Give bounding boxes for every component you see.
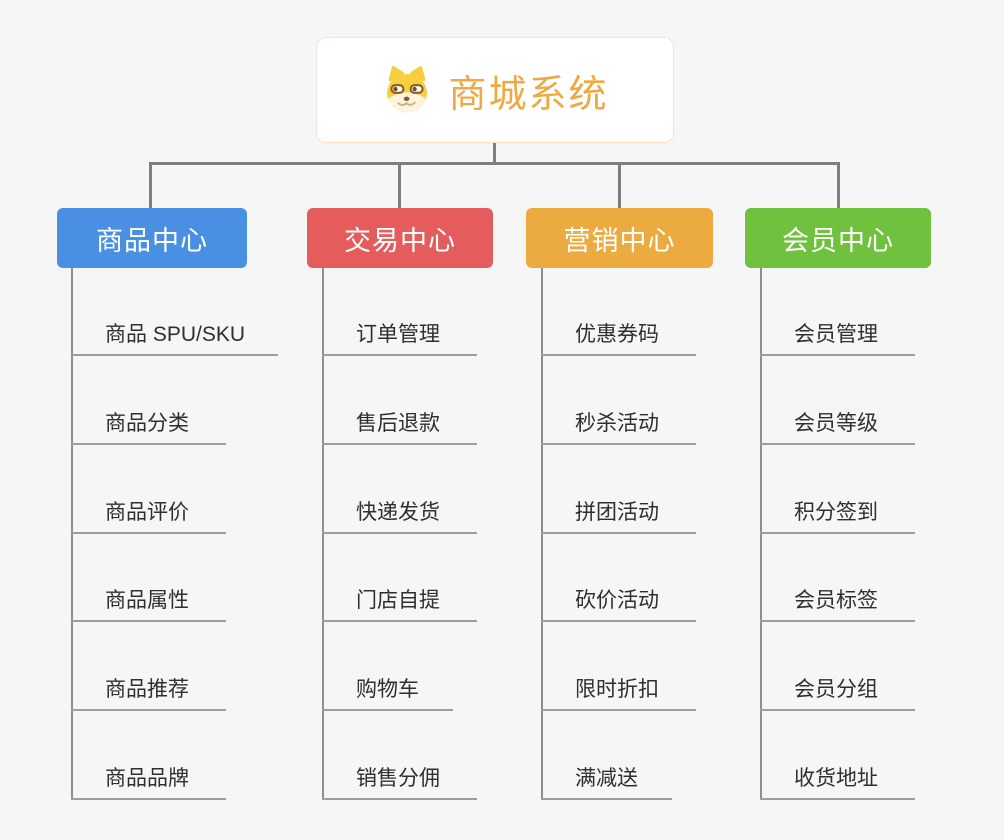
branch-label: 会员中心 — [782, 225, 894, 256]
leaf-node-group-buy[interactable]: 拼团活动 — [541, 492, 696, 534]
leaf-node-bargain-activity[interactable]: 砍价活动 — [541, 580, 696, 622]
leaf-node-limited-time-discount[interactable]: 限时折扣 — [541, 669, 696, 711]
root-node-mall-system[interactable]: 商城系统 — [316, 37, 674, 143]
root-title: 商城系统 — [448, 73, 609, 116]
leaf-node-product-review[interactable]: 商品评价 — [71, 492, 226, 534]
connector-spine-member — [760, 268, 762, 800]
leaf-node-product-category[interactable]: 商品分类 — [71, 403, 226, 445]
leaf-node-member-level[interactable]: 会员等级 — [760, 403, 915, 445]
branch-label: 营销中心 — [563, 225, 676, 256]
leaf-node-flash-sale[interactable]: 秒杀活动 — [541, 403, 696, 445]
leaf-node-member-tag[interactable]: 会员标签 — [760, 580, 915, 622]
connector-spine-product — [71, 268, 73, 800]
branch-node-trade-center[interactable]: 交易中心 — [307, 208, 493, 268]
leaf-node-express-shipping[interactable]: 快递发货 — [322, 492, 477, 534]
leaf-node-points-checkin[interactable]: 积分签到 — [760, 492, 915, 534]
connector-drop-member — [837, 162, 840, 209]
branch-label: 商品中心 — [96, 225, 208, 256]
connector-bus — [149, 162, 840, 165]
leaf-node-member-group[interactable]: 会员分组 — [760, 669, 915, 711]
branch-node-marketing-center[interactable]: 营销中心 — [526, 208, 713, 268]
connector-drop-trade — [398, 162, 401, 209]
leaf-node-shopping-cart[interactable]: 购物车 — [322, 669, 453, 711]
dog-face-icon — [387, 66, 428, 113]
leaf-node-product-recommend[interactable]: 商品推荐 — [71, 669, 226, 711]
leaf-node-store-pickup[interactable]: 门店自提 — [322, 580, 477, 622]
leaf-node-product-brand[interactable]: 商品品牌 — [71, 758, 226, 800]
branch-node-product-center[interactable]: 商品中心 — [57, 208, 247, 268]
connector-spine-marketing — [541, 268, 543, 800]
connector-drop-marketing — [618, 162, 621, 209]
leaf-node-product-spu-sku[interactable]: 商品 SPU/SKU — [71, 314, 278, 356]
connector-drop-product — [149, 162, 152, 209]
connector-root-stem — [493, 142, 496, 164]
branch-label: 交易中心 — [344, 225, 456, 256]
leaf-node-coupon-code[interactable]: 优惠券码 — [541, 314, 696, 356]
leaf-node-full-reduction[interactable]: 满减送 — [541, 758, 672, 800]
leaf-node-order-management[interactable]: 订单管理 — [322, 314, 477, 356]
leaf-node-sales-commission[interactable]: 销售分佣 — [322, 758, 477, 800]
branch-node-member-center[interactable]: 会员中心 — [745, 208, 931, 268]
leaf-node-aftersale-refund[interactable]: 售后退款 — [322, 403, 477, 445]
leaf-node-member-management[interactable]: 会员管理 — [760, 314, 915, 356]
connector-spine-trade — [322, 268, 324, 800]
leaf-node-shipping-address[interactable]: 收货地址 — [760, 758, 915, 800]
leaf-node-product-attribute[interactable]: 商品属性 — [71, 580, 226, 622]
